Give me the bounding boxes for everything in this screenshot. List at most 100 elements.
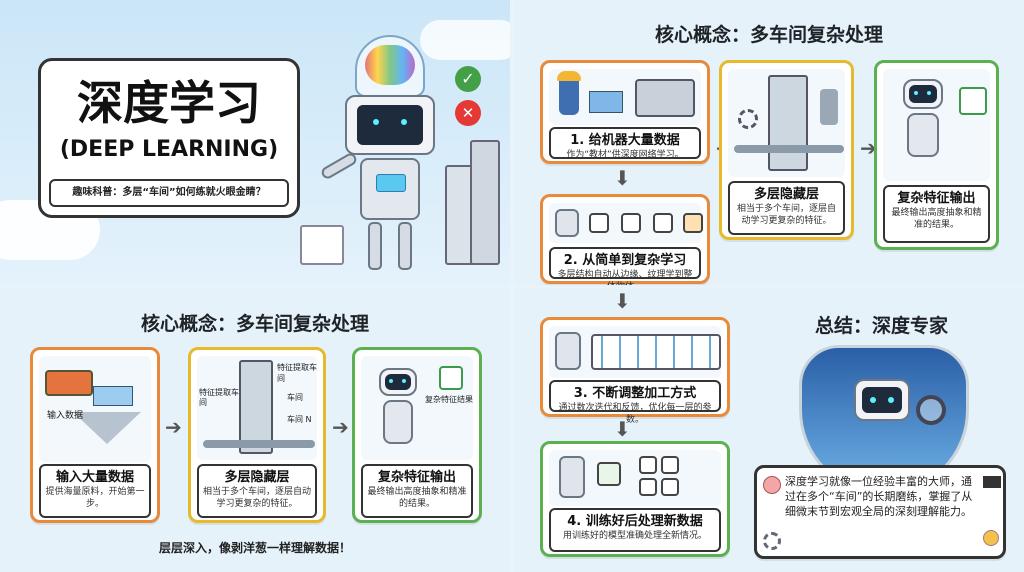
magnifier-icon [916,395,946,425]
robot-face [909,85,937,103]
input-title: 输入大量数据 [55,470,134,485]
output-card: 复杂特征输出 最终输出高度抽象和精准的结果。 [874,60,999,250]
core-concept-panel-top: 核心概念：多车间复杂处理 1. 给机器大量数据 作为“教材”供深度网络学习。 ➔… [514,0,1024,285]
hidden-layers-desc: 相当于多个车间，逐层自动学习更复杂的特征。 [203,487,312,509]
input-art-label: 输入数据 [47,411,84,421]
step-2-desc: 多层结构自动从边缘、纹理学到整体物体。 [557,270,693,285]
new-image-icon [597,462,621,486]
shape-feature-icon [653,213,673,233]
summary-heading: 总结：深度专家 [814,315,948,337]
worker-icon [559,75,579,115]
robot-face [862,387,902,413]
robot-body [360,158,420,220]
robot-eye [888,397,894,403]
face-recognition-icon [439,366,463,390]
machine-icon [635,79,695,117]
arrow-right-icon: ➔ [332,415,349,439]
step-4-desc: 用训练好的模型准确处理全新情况。 [562,531,707,541]
texture-feature-icon [621,213,641,233]
hidden-layers-desc: 相当于多个车间，逐层自动学习更复杂的特征。 [736,204,836,226]
input-illustration: 输入数据 [39,356,151,462]
hidden-layers-card: 特征提取车间 特征提取车间 车间 车间 N 多层隐藏层 相当于多个车间，逐层自动… [188,347,326,523]
hidden-label-c: 车间 [287,393,303,402]
subtitle-bar: 趣味科普：多层“车间”如何练就火眼金睛？ [49,179,289,207]
hidden-layers-title: 多层隐藏层 [753,187,819,202]
control-panel-icon [591,334,721,370]
robot-eye [914,91,918,95]
data-cubes-icon [93,386,133,406]
hidden-label-b: 特征提取车间 [199,388,239,407]
step-1-caption: 1. 给机器大量数据 作为“教材”供深度网络学习。 [549,127,701,160]
hidden-layers-card: 多层隐藏层 相当于多个车间，逐层自动学习更复杂的特征。 [719,60,854,240]
arrow-down-icon: ⬇ [614,417,631,441]
step-3-desc: 通过数次迭代和反馈，优化每一层的参数。 [558,403,712,425]
output-card: 复杂特征结果 复杂特征输出 最终输出高度抽象和精准的结果。 [352,347,482,523]
factory-building [470,140,500,265]
input-card: 输入数据 输入大量数据 提供海量原料，开始第一步。 [30,347,160,523]
step-4-title: 4. 训练好后处理新数据 [567,514,703,529]
output-art-label: 复杂特征结果 [425,395,473,404]
robot-eye [401,119,407,125]
check-icon: ✓ [455,66,481,92]
step-1-illustration [549,69,701,125]
hidden-layers-caption: 多层隐藏层 相当于多个车间，逐层自动学习更复杂的特征。 [728,181,845,235]
subtitle: 趣味科普：多层“车间”如何练就火眼金睛？ [72,187,266,198]
step-1-title: 1. 给机器大量数据 [570,133,680,148]
robot-head [345,95,435,155]
hidden-label-a: 特征提取车间 [277,363,317,383]
section-heading: 核心概念：多车间复杂处理 [654,24,883,46]
footer-slogan: 层层深入，像剥洋葱一样理解数据！ [158,541,351,555]
step-2-caption: 2. 从简单到复杂学习 多层结构自动从边缘、纹理学到整体物体。 [549,247,701,285]
hidden-layers-caption: 多层隐藏层 相当于多个车间，逐层自动学习更复杂的特征。 [197,464,317,518]
output-title: 复杂特征输出 [377,470,456,485]
summary-card: 深度学习就像一位经验丰富的大师，通过在多个“车间”的长期磨练，掌握了从细微末节到… [754,465,1006,559]
conveyor-icon [734,145,844,153]
robot-legs [398,222,412,270]
title-english: (DEEP LEARNING) [59,137,279,162]
dump-truck-icon [45,370,93,396]
factory-tower-icon [768,75,808,171]
robot-eye [870,397,876,403]
paper-stack-icon [300,225,344,265]
arrow-right-icon: ➔ [860,136,877,160]
factory-tower-icon [239,360,273,454]
hidden-layers-illustration: 特征提取车间 特征提取车间 车间 车间 N [197,356,317,460]
brain-icon [763,476,781,494]
gear-icon [763,532,781,550]
robot-icon [555,209,579,237]
step-3-caption: 3. 不断调整加工方式 通过数次迭代和反馈，优化每一层的参数。 [549,380,721,425]
output-caption: 复杂特征输出 最终输出高度抽象和精准的结果。 [883,185,990,243]
process-and-summary-panel: ⬇ 3. 不断调整加工方式 通过数次迭代和反馈，优化每一层的参数。 ⬇ 4. 训… [514,289,1024,572]
summary-text: 深度学习就像一位经验丰富的大师，通过在多个“车间”的长期磨练，掌握了从细微末节到… [785,475,973,518]
robot-face [385,374,411,390]
brain-icon [365,45,415,85]
edge-feature-icon [589,213,609,233]
input-desc: 提供海量原料，开始第一步。 [45,487,145,509]
step-4-card: 4. 训练好后处理新数据 用训练好的模型准确处理全新情况。 [540,441,730,557]
intro-panel: 深度学习 (DEEP LEARNING) 趣味科普：多层“车间”如何练就火眼金睛… [0,0,510,285]
robot-icon [559,456,585,498]
output-desc: 最终输出高度抽象和精准的结果。 [367,487,467,509]
robot-body [383,400,413,444]
step-3-illustration [549,326,721,378]
output-illustration [883,69,990,181]
result-icon [639,478,657,496]
title-card: 深度学习 (DEEP LEARNING) 趣味科普：多层“车间”如何练就火眼金睛… [38,58,300,218]
step-1-desc: 作为“教材”供深度网络学习。 [566,150,684,160]
cloud-decoration [420,20,510,60]
expert-robot-head [854,379,910,421]
medal-icon [983,530,999,546]
robot-head [379,368,417,396]
gear-icon [738,109,758,129]
robot-eye [373,119,379,125]
cross-icon: ✕ [455,100,481,126]
step-1-card: 1. 给机器大量数据 作为“教材”供深度网络学习。 [540,60,710,164]
step-2-illustration [549,203,703,243]
hidden-layers-illustration [728,69,845,177]
hidden-label-d: 车间 N [287,415,312,424]
robot-eye [389,379,393,383]
output-title: 复杂特征输出 [897,191,976,206]
core-concept-panel-bottom: 核心概念：多车间复杂处理 输入数据 输入大量数据 提供海量原料，开始第一步。 ➔… [0,289,510,572]
data-boxes-icon [589,91,623,113]
step-2-card: 2. 从简单到复杂学习 多层结构自动从边缘、纹理学到整体物体。 [540,194,710,285]
